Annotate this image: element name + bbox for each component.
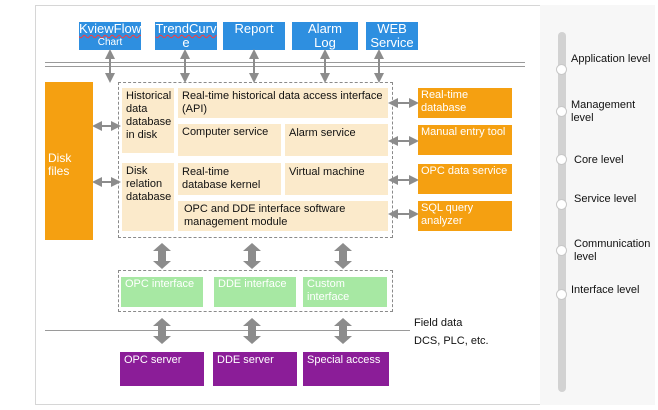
custom-interface-label: Custom interface [307,278,350,303]
realtime-database-label: Real-time database [421,89,469,114]
realtime-kernel-label: Real-time database kernel [182,166,261,191]
realtime-access-label: Real-time historical data access interfa… [182,90,383,115]
computer-service-label: Computer service [182,126,269,138]
level-dot-communication [556,245,567,256]
disk-relation-db-label: Disk relation database [126,165,172,203]
level-dot-interface [556,289,567,300]
app-alarm-log: Alarm Log [292,22,358,50]
realtime-kernel-box: Real-time database kernel [178,163,281,195]
app-kviewflow-chart: KviewFlow Chart [79,22,141,50]
level-timeline [558,32,566,392]
level-dot-application [556,64,567,75]
opc-server-label: OPC server [124,354,182,366]
manual-entry-tool-box: Manual entry tool [418,125,512,155]
arrow-dde-server [243,318,261,344]
app-web-service-line2: Service [370,35,414,50]
dde-server-box: DDE server [213,352,297,386]
level-dot-core [556,154,567,165]
app-kviewflow-chart-line1: KviewFlow [79,22,141,36]
opc-interface-label: OPC interface [125,278,195,290]
arrow-core-dde [243,243,261,269]
field-data-label: Field data [414,317,463,329]
dde-interface-label: DDE interface [218,278,287,290]
app-report: Report [223,22,285,50]
virtual-machine-label: Virtual machine [289,166,365,178]
app-alarm-log-line2: Log [314,35,336,50]
app-trendcurve: TrendCurv e [155,22,217,50]
level-dot-service [556,199,567,210]
app-kviewflow-chart-line2: Chart [97,37,123,48]
opc-dde-module-box: OPC and DDE interface software managemen… [178,201,388,231]
app-web-service: WEB Service [366,22,418,50]
manual-entry-tool-label: Manual entry tool [421,126,506,138]
dde-server-label: DDE server [217,354,274,366]
level-application: Application level [571,53,651,65]
level-management: Management level [571,99,636,124]
arrow-core-opc [153,243,171,269]
app-report-line1: Report [234,22,274,36]
arrow-opc-server [153,318,171,344]
level-dot-management [556,106,567,117]
disk-files-label: Disk files [48,151,72,178]
top-arrows [105,49,384,83]
realtime-access-box: Real-time historical data access interfa… [178,88,388,118]
opc-data-service-box: OPC data service [418,164,512,194]
app-web-service-line1: WEB [377,22,407,36]
level-communication: Communication level [574,238,651,263]
disk-relation-db-box: Disk relation database [122,163,174,231]
dde-interface-box: DDE interface [214,277,296,307]
special-access-label: Special access [307,354,381,366]
opc-server-box: OPC server [120,352,204,386]
opc-data-service-label: OPC data service [421,165,508,177]
side-arrows [92,98,419,219]
sql-query-analyzer-box: SQL query analyzer [418,201,512,231]
opc-dde-module-label: OPC and DDE interface software managemen… [184,203,346,228]
core-container [118,82,393,238]
level-core: Core level [574,154,624,166]
special-access-box: Special access [303,352,389,386]
realtime-database-box: Real-time database [418,88,512,118]
disk-files-box: Disk files [45,82,93,240]
app-trendcurve-line1: TrendCurv [155,22,217,36]
app-trendcurve-line2: e [182,35,190,50]
alarm-service-box: Alarm service [285,124,388,156]
field-bus-line [45,330,410,331]
level-interface: Interface level [571,284,640,296]
fat-arrows [153,243,352,344]
virtual-machine-box: Virtual machine [285,163,388,195]
historical-db-label: Historical data database in disk [126,90,172,141]
opc-interface-box: OPC interface [121,277,203,307]
app-alarm-log-line1: Alarm [308,22,342,36]
historical-db-box: Historical data database in disk [122,88,174,153]
custom-interface-box: Custom interface [303,277,387,307]
sql-query-analyzer-label: SQL query analyzer [421,202,474,227]
alarm-service-label: Alarm service [289,127,356,139]
application-bus-line [45,62,525,63]
arrow-special-access [334,318,352,344]
arrow-core-custom [334,243,352,269]
level-service: Service level [574,193,637,205]
interface-container [118,270,393,312]
computer-service-box: Computer service [178,124,281,156]
application-bus-line-2 [45,66,525,67]
field-devices-label: DCS, PLC, etc. [414,335,489,347]
